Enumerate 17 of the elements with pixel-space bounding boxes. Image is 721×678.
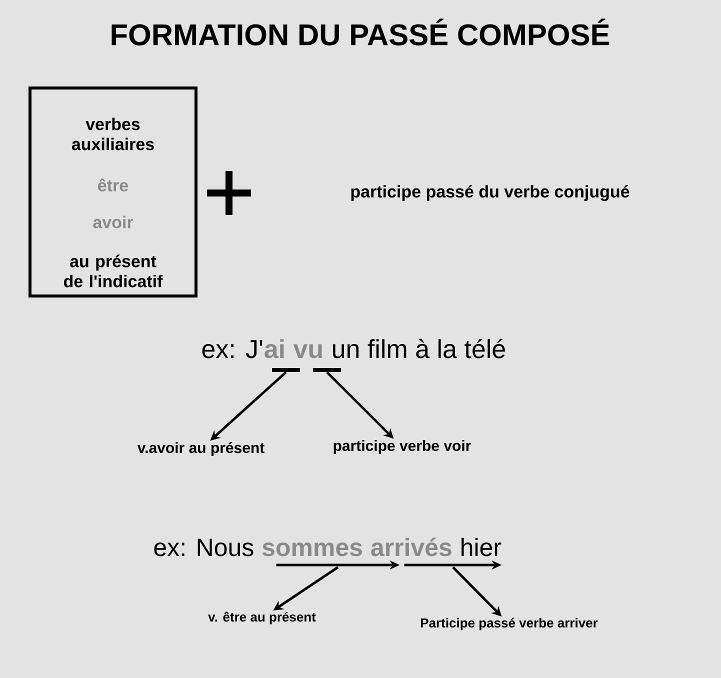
example-text: arrivés — [371, 538, 452, 556]
title: FORMATION DU PASSÉ COMPOSÉ — [112, 18, 610, 46]
text-box: verbes auxiliaires être avoir au présent de l'indicatif — [28, 86, 198, 298]
example-text: un film à la télé — [333, 338, 505, 358]
example-text: hier — [462, 538, 502, 556]
note-text: v. être au présent — [208, 612, 316, 624]
example-text: vu — [293, 344, 322, 358]
note-text: Participe passé verbe arriver — [420, 618, 598, 630]
underline-bar — [272, 368, 300, 372]
underline-bar — [313, 368, 341, 372]
example-text: ex: Nous — [154, 538, 254, 556]
example-text: ai — [264, 339, 284, 358]
note-text: v.avoir au présent — [137, 442, 264, 456]
example-text: sommes — [262, 542, 362, 556]
note-text: participe verbe voir — [334, 440, 471, 454]
example-text: ex: J' — [202, 340, 262, 358]
note-text: participe passé du verbe conjugué — [351, 184, 630, 202]
